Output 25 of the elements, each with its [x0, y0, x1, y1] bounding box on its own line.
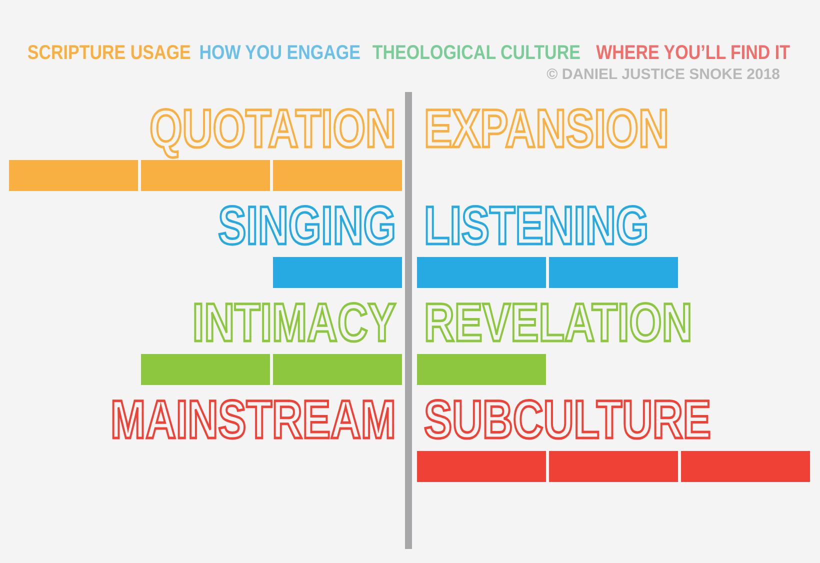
bar-segment	[141, 354, 270, 385]
bar-segment	[549, 451, 678, 482]
category-word: SUBCULTURE	[424, 391, 712, 449]
bar-segment	[549, 257, 678, 288]
heading-text: HOW YOU ENGAGE	[199, 42, 360, 65]
heading-text: THEOLOGICAL CULTURE	[372, 42, 581, 65]
bar-segment	[273, 160, 402, 191]
category-word: MAINSTREAM	[110, 391, 396, 449]
bar-segment	[417, 451, 546, 482]
category-word: SINGING	[218, 197, 396, 255]
bar-segment	[273, 354, 402, 385]
category-word: REVELATION	[424, 294, 692, 352]
category-word: QUOTATION	[150, 100, 396, 158]
bar-segment	[9, 160, 138, 191]
bar-segment	[417, 354, 546, 385]
category-word: LISTENING	[424, 197, 649, 255]
bar-segment	[681, 451, 810, 482]
bar-segment	[141, 160, 270, 191]
category-word: EXPANSION	[424, 100, 669, 158]
copyright-note: © DANIEL JUSTICE SNOKE 2018	[546, 66, 780, 83]
bar-segment	[417, 257, 546, 288]
heading-text: WHERE YOU’LL FIND IT	[596, 42, 790, 65]
category-word: INTIMACY	[192, 294, 396, 352]
bar-segment	[273, 257, 402, 288]
heading-text: SCRIPTURE USAGE	[26, 42, 190, 65]
